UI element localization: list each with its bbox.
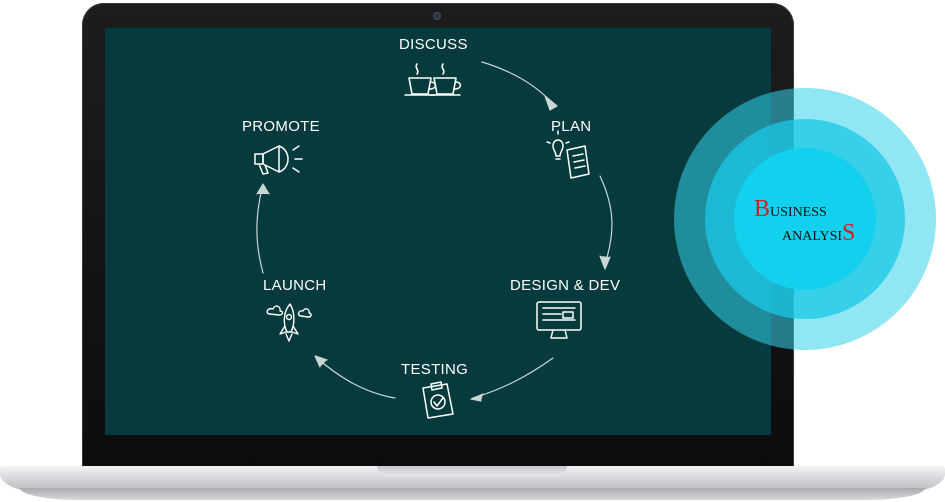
arrow-discuss-to-plan (481, 61, 554, 105)
laptop-screen: DISCUSS PLAN DESIGN & DEV TESTING LAUNCH… (105, 28, 771, 435)
badge-inner-circle (734, 148, 876, 290)
arrowhead-launch (314, 355, 328, 368)
step-label-testing: TESTING (401, 361, 469, 378)
badge-word-2: ANALYSI (782, 229, 843, 244)
webcam (433, 12, 441, 20)
step-label-promote: PROMOTE (242, 118, 320, 135)
clipboard-check-icon (422, 381, 454, 419)
step-label-design-dev: DESIGN & DEV (510, 277, 621, 294)
megaphone-icon (254, 145, 303, 175)
rocket-icon (266, 303, 312, 342)
lightbulb-documents-icon (546, 130, 590, 179)
step-label-discuss: DISCUSS (399, 36, 468, 53)
arrowhead-design (599, 255, 611, 270)
business-analysis-badge: BUSINESS ANALYSIS (674, 88, 936, 350)
arrowhead-testing (470, 393, 484, 402)
arrow-plan-to-design (599, 175, 613, 265)
laptop-notch (377, 466, 567, 476)
arrow-design-to-testing (472, 357, 554, 399)
step-label-launch: LAUNCH (263, 277, 327, 294)
badge-final-letter: S (842, 220, 856, 246)
badge-initial-letter: B (754, 196, 771, 222)
laptop-base-edge (20, 488, 925, 500)
badge-line-2: ANALYSIS (782, 220, 855, 247)
badge-line-1: BUSINESS (754, 196, 827, 223)
arrow-testing-to-launch (316, 357, 396, 399)
monitor-wireframe-icon (536, 301, 582, 339)
coffee-cups-icon (404, 63, 462, 96)
step-label-plan: PLAN (551, 118, 592, 135)
arrow-launch-to-promote (256, 187, 264, 274)
arrowhead-promote (256, 183, 270, 195)
badge-word-1: USINESS (770, 205, 827, 220)
arrowhead-plan (544, 95, 558, 111)
process-cycle-diagram (254, 61, 613, 419)
